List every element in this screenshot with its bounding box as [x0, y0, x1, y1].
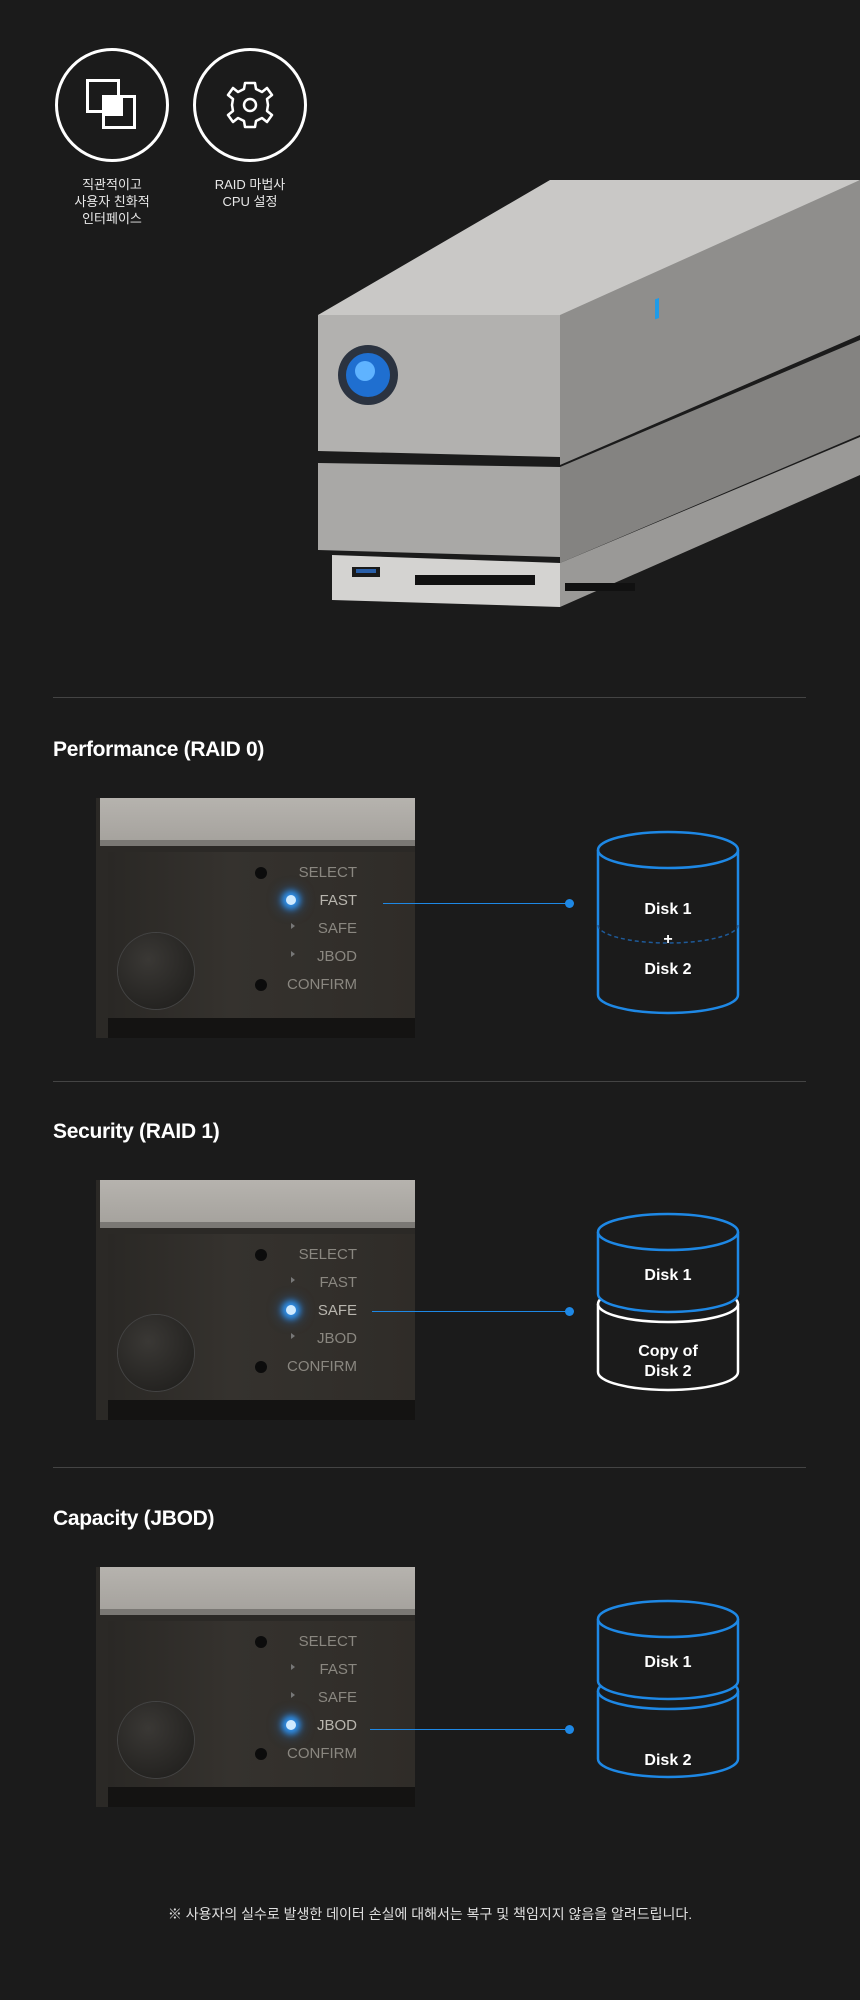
- section-title: Security (RAID 1): [53, 1120, 220, 1143]
- control-panel-image: SELECT FAST SAFE JBOD CONFIRM: [96, 1180, 415, 1420]
- mode-label: SAFE: [317, 920, 357, 937]
- select-button: [118, 933, 194, 1009]
- indicator: [255, 979, 267, 991]
- mode-label: SELECT: [298, 864, 357, 881]
- mode-label: CONFIRM: [287, 1358, 357, 1375]
- led-indicator: [286, 1720, 296, 1730]
- mode-label: CONFIRM: [287, 976, 357, 993]
- mode-label: SAFE: [317, 1689, 357, 1706]
- drive-image: [318, 180, 860, 607]
- led-indicator: [286, 895, 296, 905]
- mode-label: JBOD: [316, 948, 357, 965]
- disk-label-bottom: Disk 2: [644, 1752, 692, 1769]
- mode-label: FAST: [319, 1661, 357, 1678]
- control-panel-image: SELECT FAST SAFE JBOD CONFIRM: [96, 798, 415, 1038]
- indicator: [291, 1277, 295, 1283]
- indicator: [255, 1249, 267, 1261]
- feature-raid-wizard: RAID 마법사 CPU 설정: [190, 48, 310, 210]
- connector-dot: [565, 1307, 574, 1316]
- footnote: ※ 사용자의 실수로 발생한 데이터 손실에 대해서는 복구 및 책임지지 않음…: [167, 1906, 693, 1922]
- disk-label-top: Disk 1: [644, 901, 692, 918]
- divider: [53, 697, 806, 698]
- disk-cylinder: [596, 1599, 740, 1779]
- select-button: [118, 1702, 194, 1778]
- plus-label: +: [663, 931, 673, 948]
- disk-label-top: Disk 1: [644, 1654, 692, 1671]
- mode-label: FAST: [319, 892, 357, 909]
- connector-line: [370, 1725, 574, 1734]
- led-indicator: [286, 1305, 296, 1315]
- feature-label: RAID 마법사 CPU 설정: [214, 177, 286, 209]
- disk-label-top: Disk 1: [644, 1267, 692, 1284]
- disk-label-bottom: Copy of Disk 2: [638, 1343, 698, 1380]
- indicator: [255, 1748, 267, 1760]
- connector-dot: [565, 899, 574, 908]
- mode-label: SELECT: [298, 1246, 357, 1263]
- section-title: Performance (RAID 0): [53, 738, 265, 761]
- mode-label: CONFIRM: [287, 1745, 357, 1762]
- mode-label: JBOD: [316, 1330, 357, 1347]
- select-button: [118, 1315, 194, 1391]
- indicator: [291, 923, 295, 929]
- control-panel-image: SELECT FAST SAFE JBOD CONFIRM: [96, 1567, 415, 1807]
- connector-line: [372, 1307, 574, 1316]
- connector-line: [383, 899, 574, 908]
- gear-icon: [193, 48, 307, 162]
- indicator: [291, 1692, 295, 1698]
- indicator: [255, 867, 267, 879]
- divider: [53, 1081, 806, 1082]
- feature-interface: 직관적이고 사용자 친화적 인터페이스: [52, 48, 172, 227]
- connector-dot: [565, 1725, 574, 1734]
- disk-cylinder: [596, 830, 740, 1015]
- disk-cylinder: [596, 1212, 740, 1392]
- indicator: [291, 1333, 295, 1339]
- mode-label: FAST: [319, 1274, 357, 1291]
- indicator: [291, 1664, 295, 1670]
- section-title: Capacity (JBOD): [53, 1507, 215, 1530]
- indicator: [291, 951, 295, 957]
- feature-label: 직관적이고 사용자 친화적 인터페이스: [74, 177, 150, 226]
- mode-label: SELECT: [298, 1633, 357, 1650]
- mode-label: SAFE: [317, 1302, 357, 1319]
- interface-icon: [55, 48, 169, 162]
- mode-label: JBOD: [316, 1717, 357, 1734]
- divider: [53, 1467, 806, 1468]
- indicator: [255, 1361, 267, 1373]
- indicator: [255, 1636, 267, 1648]
- disk-label-bottom: Disk 2: [644, 961, 692, 978]
